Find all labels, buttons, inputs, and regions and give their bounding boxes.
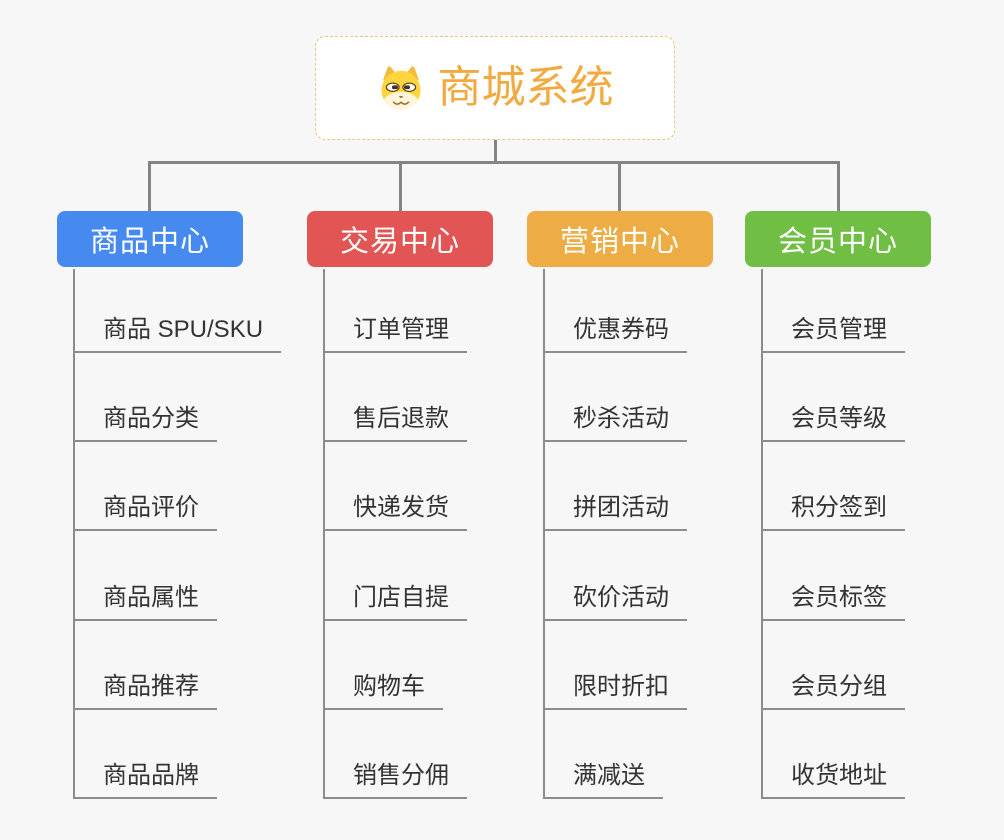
branch-product-center[interactable]: 商品中心: [57, 211, 243, 267]
connector-spine: [323, 269, 325, 799]
connector-spine: [543, 269, 545, 799]
branch-label: 营销中心: [559, 226, 680, 258]
node-item[interactable]: 商品 SPU/SKU: [73, 315, 282, 353]
connector-drop: [837, 161, 840, 212]
node-item[interactable]: 收货地址: [761, 761, 905, 799]
connector-spine: [761, 269, 763, 799]
branch-trade-center[interactable]: 交易中心: [307, 211, 493, 267]
node-item[interactable]: 会员分组: [761, 672, 905, 710]
node-item[interactable]: 商品评价: [73, 493, 217, 531]
dog-face-icon: [381, 66, 420, 110]
connector-bus: [148, 161, 840, 164]
connector-spine: [73, 269, 75, 799]
node-item[interactable]: 会员管理: [761, 315, 905, 353]
connector-drop: [618, 161, 621, 212]
connector-drop: [399, 161, 402, 212]
node-item[interactable]: 商品推荐: [73, 672, 217, 710]
node-item[interactable]: 商品分类: [73, 404, 217, 442]
branch-member-center[interactable]: 会员中心: [745, 211, 931, 267]
node-item[interactable]: 满减送: [543, 761, 663, 799]
node-item[interactable]: 商品品牌: [73, 761, 217, 799]
node-item[interactable]: 会员等级: [761, 404, 905, 442]
node-item[interactable]: 购物车: [323, 672, 443, 710]
branch-marketing-center[interactable]: 营销中心: [527, 211, 713, 267]
node-item[interactable]: 门店自提: [323, 583, 467, 621]
branch-label: 会员中心: [777, 226, 898, 258]
node-item[interactable]: 限时折扣: [543, 672, 687, 710]
connector-drop: [148, 161, 151, 212]
node-item[interactable]: 优惠券码: [543, 315, 687, 353]
node-item[interactable]: 快递发货: [323, 493, 467, 531]
node-item[interactable]: 秒杀活动: [543, 404, 687, 442]
node-item[interactable]: 商品属性: [73, 583, 217, 621]
node-item[interactable]: 会员标签: [761, 583, 905, 621]
node-item[interactable]: 售后退款: [323, 404, 467, 442]
branch-label: 商品中心: [89, 226, 210, 258]
root-node[interactable]: 商城系统: [315, 36, 675, 140]
node-item[interactable]: 订单管理: [323, 315, 467, 353]
connector-stem: [494, 140, 497, 163]
node-item[interactable]: 积分签到: [761, 493, 905, 531]
branch-label: 交易中心: [339, 226, 460, 258]
node-item[interactable]: 销售分佣: [323, 761, 467, 799]
node-item[interactable]: 拼团活动: [543, 493, 687, 531]
root-title: 商城系统: [437, 63, 614, 112]
node-item[interactable]: 砍价活动: [543, 583, 687, 621]
